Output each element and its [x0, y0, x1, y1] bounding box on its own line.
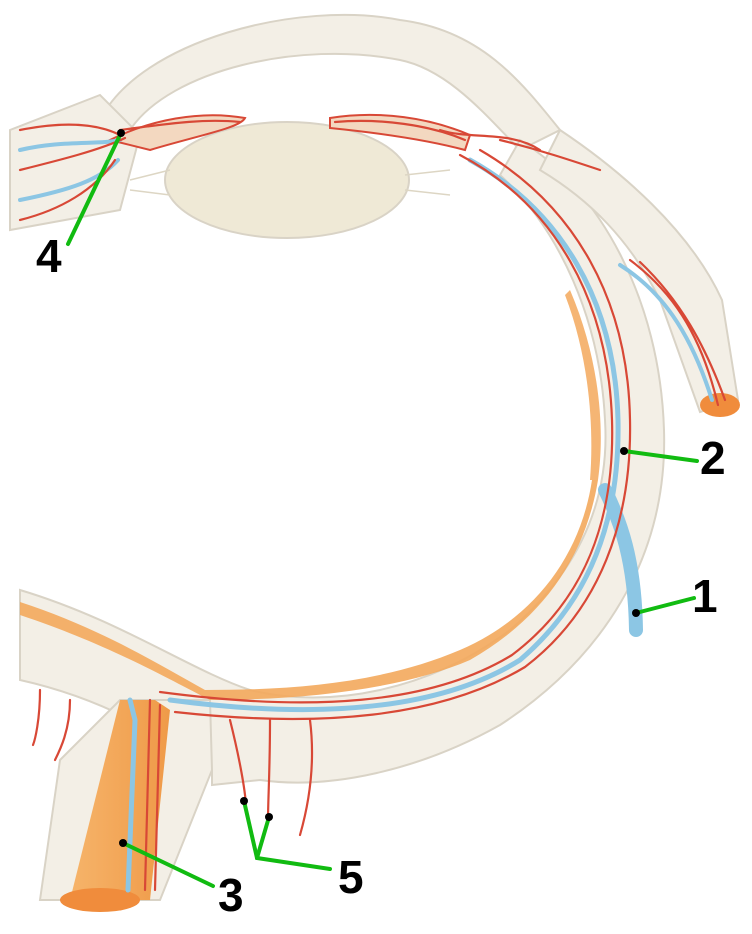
leader-line-5a: [242, 799, 259, 860]
lens: [129, 121, 451, 239]
anchor-dot-2: [620, 447, 628, 455]
label-5: 5: [240, 797, 364, 903]
label-2: 2: [620, 432, 726, 484]
anchor-dot-3: [119, 839, 127, 847]
red-vessels: [18, 119, 727, 892]
label-number-1: 1: [692, 570, 718, 622]
leader-line-3: [121, 841, 215, 888]
leader-line-1: [634, 596, 696, 615]
label-number-2: 2: [700, 432, 726, 484]
leader-line-2: [622, 449, 699, 463]
label-number-5: 5: [338, 851, 364, 903]
anchor-dot-5b: [265, 813, 273, 821]
leader-line-5c: [255, 856, 332, 871]
label-number-3: 3: [218, 869, 244, 921]
label-4: 4: [36, 129, 125, 282]
label-3: 3: [119, 839, 244, 921]
leader-line-5b: [255, 815, 271, 860]
iris: [107, 113, 472, 152]
anchor-dot-1: [632, 609, 640, 617]
label-number-4: 4: [36, 230, 62, 282]
anchor-dot-5a: [240, 797, 248, 805]
anchor-dot-4: [117, 129, 125, 137]
leader-line-4: [66, 131, 123, 246]
label-1: 1: [632, 570, 718, 622]
blue-vessels: [18, 138, 714, 893]
